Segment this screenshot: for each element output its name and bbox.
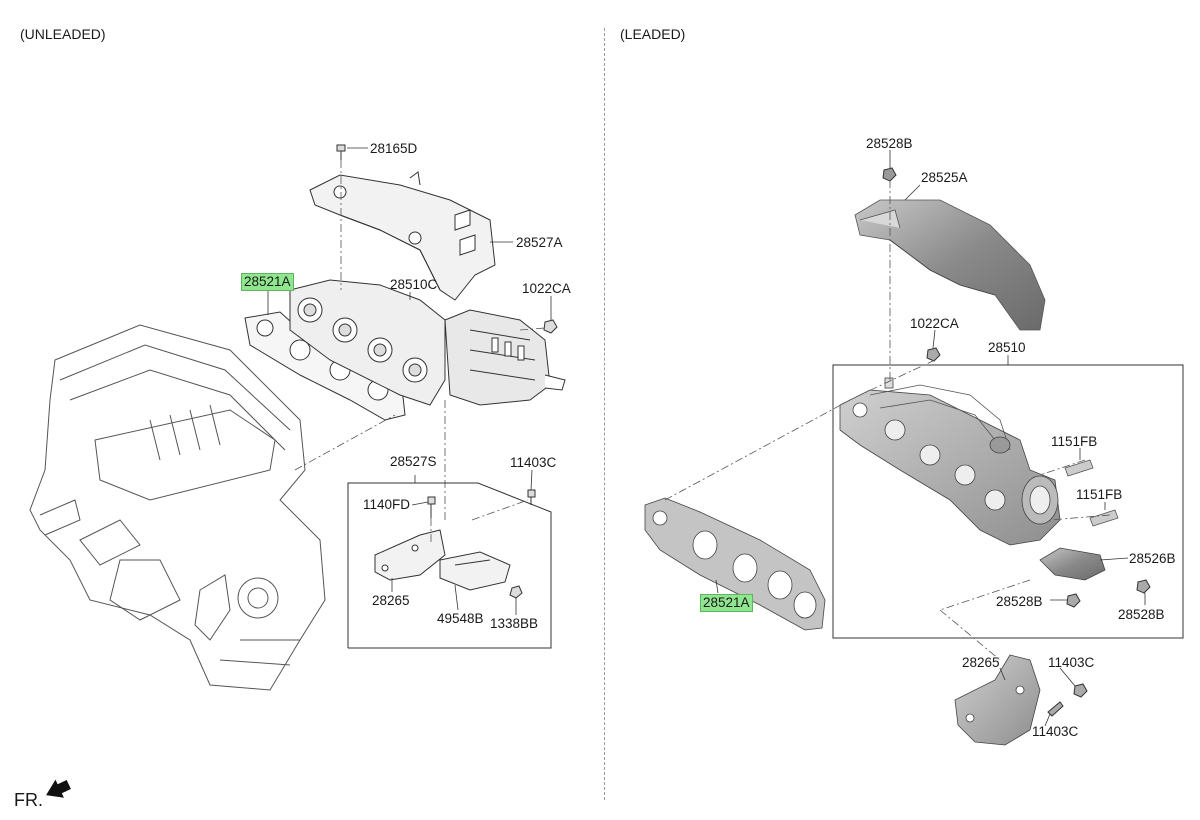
part-label-11403C-right-b[interactable]: 11403C	[1032, 724, 1079, 739]
part-label-28510[interactable]: 28510	[988, 340, 1026, 355]
part-label-1151FB-a[interactable]: 1151FB	[1051, 434, 1098, 449]
part-label-28528B-right[interactable]: 28528B	[1118, 607, 1165, 622]
part-label-1140FD[interactable]: 1140FD	[363, 497, 411, 512]
part-label-28527A[interactable]: 28527A	[516, 235, 563, 250]
heat-shield-49548B	[439, 551, 511, 591]
part-label-1022CA-left[interactable]: 1022CA	[522, 281, 571, 296]
section-title-leaded: (LEADED)	[620, 26, 686, 42]
part-label-28265-left[interactable]: 28265	[372, 593, 410, 608]
gasket-28521A-left	[244, 311, 406, 421]
part-label-28528B-mid[interactable]: 28528B	[996, 594, 1043, 609]
bracket-group-box-left	[347, 482, 552, 649]
part-label-28527S[interactable]: 28527S	[390, 454, 437, 469]
engine-block-drawing	[29, 324, 326, 691]
exhaust-manifold-28510C	[289, 279, 566, 406]
part-label-11403C-left[interactable]: 11403C	[510, 455, 557, 470]
exhaust-manifold-28510	[839, 377, 1061, 546]
part-label-28521A-right[interactable]: 28521A	[700, 594, 753, 612]
front-direction-arrow	[46, 779, 71, 798]
part-label-11403C-right-a[interactable]: 11403C	[1048, 655, 1095, 670]
nut-1022CA-right	[926, 347, 941, 362]
part-label-28528B-top[interactable]: 28528B	[866, 136, 913, 151]
dash-lines-left-box	[430, 499, 529, 545]
heat-shield-28526B	[1039, 547, 1106, 581]
dash-lines-left	[294, 160, 546, 520]
bolts-28528B-right-box	[1066, 579, 1151, 608]
leader-lines-left	[267, 147, 552, 483]
bolts-11403C-right	[1047, 683, 1088, 717]
bolt-28528B-top	[882, 167, 897, 182]
part-label-1338BB[interactable]: 1338BB	[490, 616, 539, 631]
bracket-28265-left	[374, 529, 446, 581]
part-label-1022CA-right[interactable]: 1022CA	[910, 316, 959, 331]
part-label-28525A[interactable]: 28525A	[921, 170, 968, 185]
section-divider	[604, 28, 605, 800]
heat-shield-28525A	[854, 199, 1046, 331]
section-title-unleaded: (UNLEADED)	[20, 26, 106, 42]
leader-lines-left-box	[391, 469, 533, 615]
bolt-28165D	[336, 144, 346, 160]
bracket-28265-right	[954, 654, 1041, 746]
front-direction-label: FR.	[14, 790, 43, 810]
part-label-28521A-left[interactable]: 28521A	[241, 273, 294, 291]
nut-1022CA-left	[543, 319, 558, 334]
bolts-left-box	[427, 489, 536, 599]
part-label-28265-right[interactable]: 28265	[962, 655, 1000, 670]
gasket-28521A-right	[644, 497, 826, 631]
part-label-1151FB-b[interactable]: 1151FB	[1076, 487, 1123, 502]
leader-lines-right	[715, 150, 1146, 727]
part-label-28526B[interactable]: 28526B	[1129, 551, 1176, 566]
part-label-28510C[interactable]: 28510C	[390, 277, 438, 292]
part-label-49548B[interactable]: 49548B	[437, 611, 484, 626]
dash-lines-right	[664, 180, 1111, 661]
heat-shield-28527A	[309, 171, 496, 301]
part-label-28165D[interactable]: 28165D	[370, 141, 418, 156]
studs-1151FB	[1064, 459, 1119, 527]
